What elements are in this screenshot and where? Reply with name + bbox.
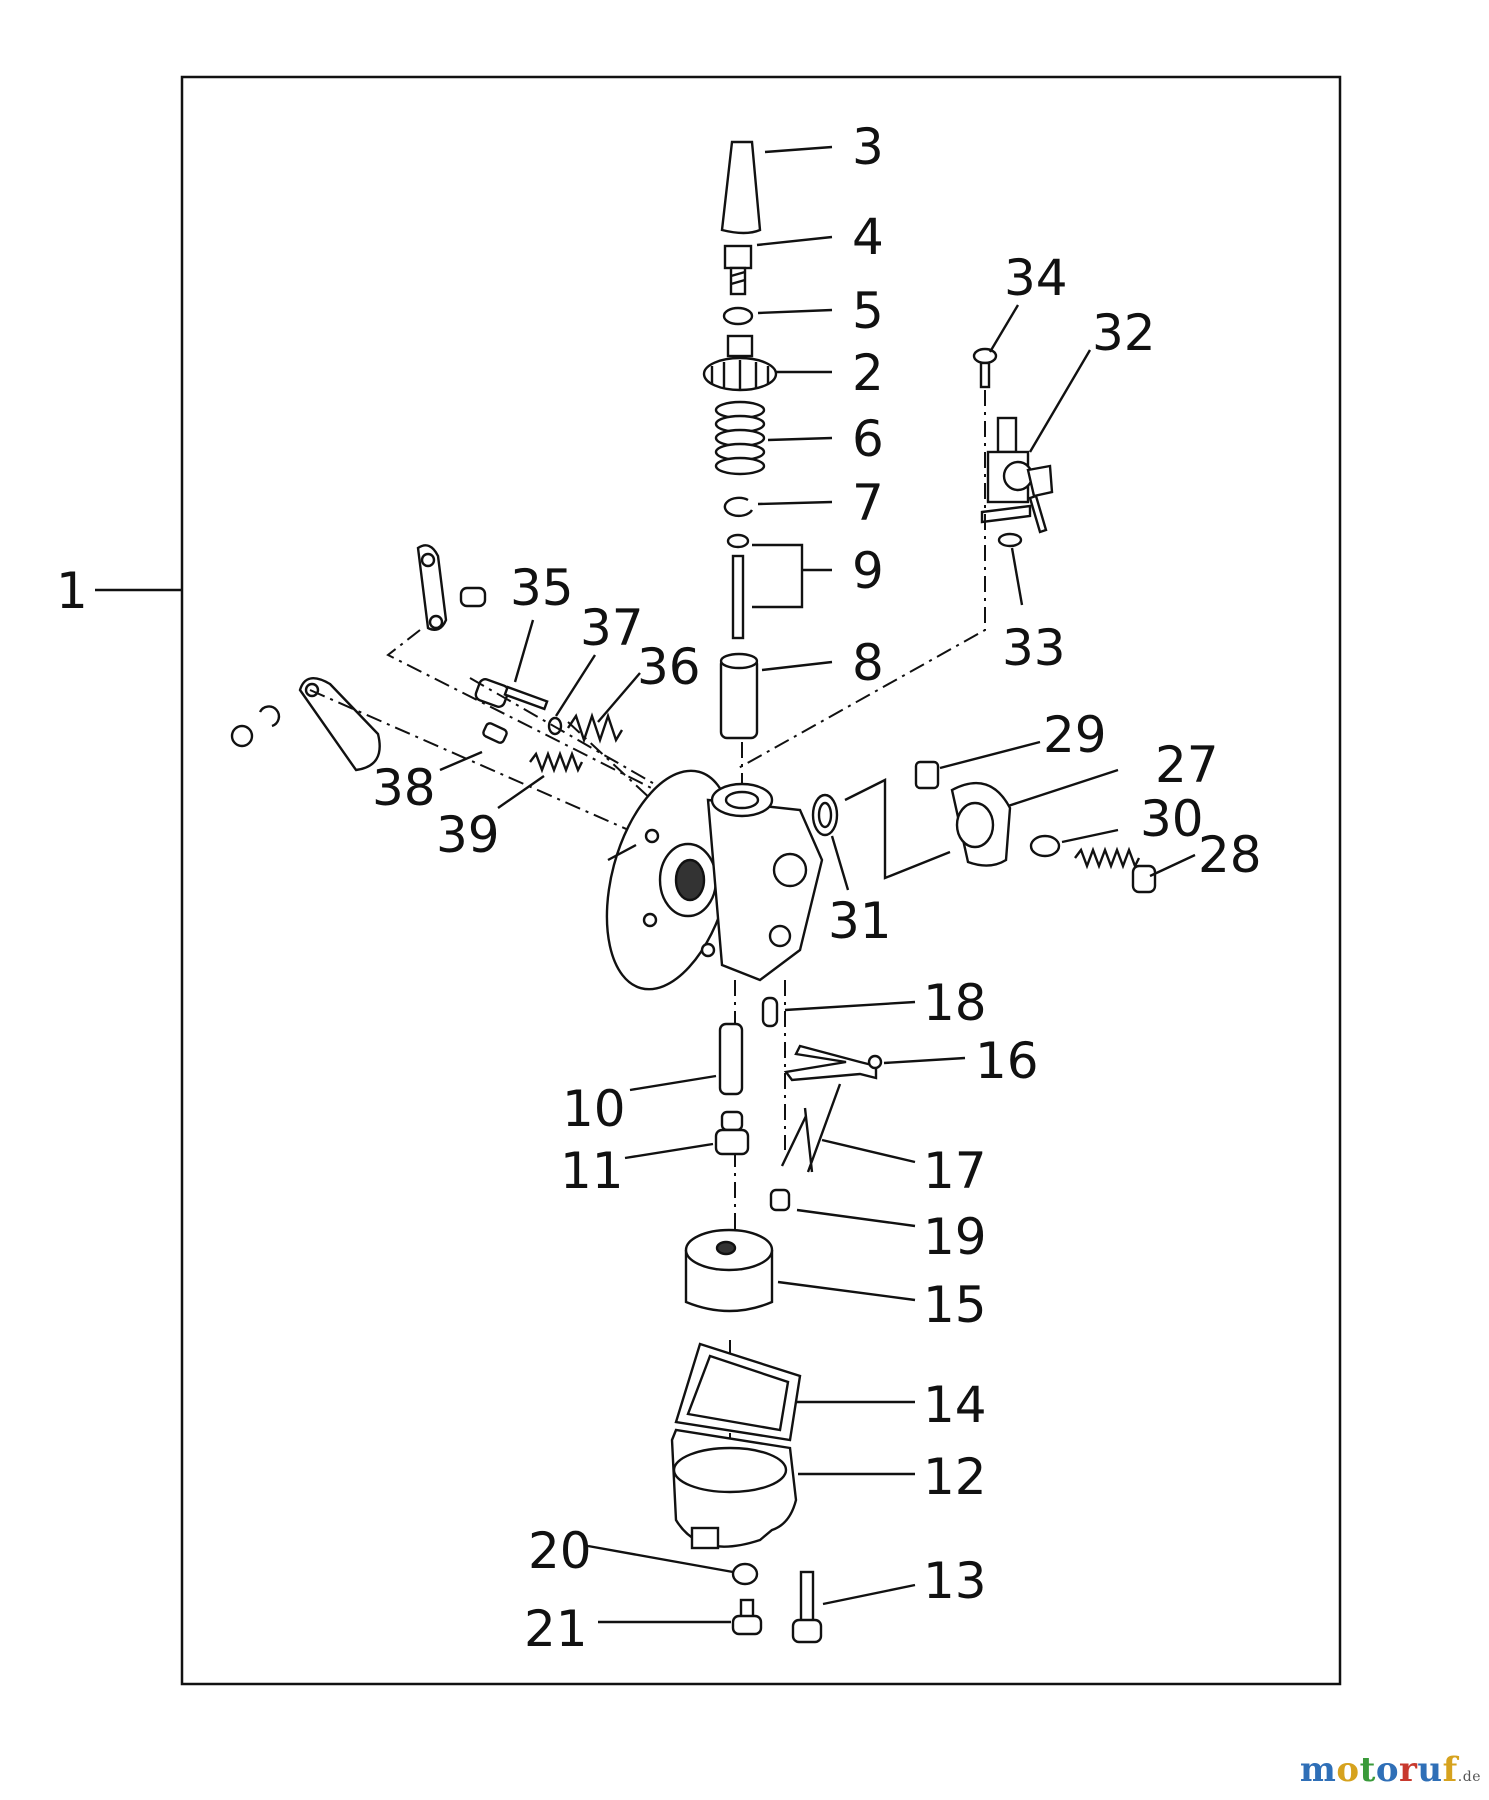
- callout-18: 18: [923, 974, 987, 1032]
- part-38-screw: [439, 722, 508, 772]
- part-13-screw: [791, 1570, 916, 1644]
- watermark-letter-2: o: [1336, 1750, 1360, 1790]
- callout-34: 34: [1004, 249, 1068, 307]
- callout-13: 13: [923, 1552, 987, 1610]
- part-2-adjuster: [702, 334, 832, 392]
- part-throttle-lever: [230, 677, 381, 772]
- callout-30: 30: [1140, 790, 1204, 848]
- carburetor-body: [605, 769, 824, 991]
- callout-5: 5: [852, 282, 884, 340]
- callout-3: 3: [852, 118, 884, 176]
- watermark-letter-3: t: [1359, 1750, 1376, 1790]
- assembly-lines: [309, 390, 986, 1440]
- part-30-washer: [1029, 828, 1119, 858]
- assembly-frame: [180, 75, 1342, 1686]
- part-34-screw: [972, 304, 1020, 389]
- part-8-throttle-slide: [719, 652, 833, 740]
- part-35-screw: [474, 619, 549, 711]
- callout-14: 14: [923, 1376, 987, 1434]
- callout-21: 21: [524, 1600, 588, 1658]
- part-17-pin: [780, 1083, 916, 1173]
- part-5-nut: [722, 306, 833, 326]
- part-15-float: [684, 1228, 916, 1313]
- watermark-letter-6: u: [1417, 1750, 1443, 1790]
- part-10-tube: [629, 1022, 744, 1096]
- part-4-screw: [723, 235, 833, 296]
- callout-39: 39: [436, 806, 500, 864]
- callout-32: 32: [1092, 304, 1156, 362]
- part-39-spring: [497, 750, 584, 809]
- callout-29: 29: [1043, 706, 1107, 764]
- callout-20: 20: [528, 1522, 592, 1580]
- callout-38: 38: [372, 759, 436, 817]
- callout-36: 36: [637, 638, 701, 696]
- callout-9: 9: [852, 542, 884, 600]
- part-28-bolt: [1074, 846, 1196, 894]
- watermark-tld: .de: [1457, 1769, 1481, 1785]
- callout-16: 16: [975, 1032, 1039, 1090]
- assembly-bracket: [844, 778, 951, 880]
- watermark-letter-4: o: [1375, 1750, 1399, 1790]
- callout-4: 4: [852, 208, 884, 266]
- callout-2: 2: [852, 344, 884, 402]
- part-9-needle: [726, 533, 832, 640]
- part-31-gasket: [811, 793, 850, 891]
- part-link-plate: [416, 544, 487, 631]
- part-12-bowl: [670, 1428, 915, 1550]
- motoruf-watermark: motoruf.de: [1300, 1750, 1481, 1790]
- part-19-screw: [769, 1188, 916, 1228]
- part-3-cap: [720, 140, 833, 235]
- callout-37: 37: [580, 599, 644, 657]
- callout-11: 11: [560, 1142, 624, 1200]
- callout-7: 7: [852, 474, 884, 532]
- callout-12: 12: [923, 1448, 987, 1506]
- callout-31: 31: [828, 892, 892, 950]
- part-33-washer: [997, 532, 1024, 606]
- part-21-screw: [598, 1598, 763, 1636]
- part-36-spring: [567, 672, 641, 744]
- callout-8: 8: [852, 634, 884, 692]
- watermark-letter-5: r: [1399, 1750, 1418, 1790]
- callout-28: 28: [1198, 826, 1262, 884]
- part-6-spring: [714, 400, 833, 476]
- callout-27: 27: [1155, 736, 1219, 794]
- watermark-letter-7: f: [1442, 1750, 1458, 1790]
- callout-15: 15: [923, 1276, 987, 1334]
- callout-17: 17: [923, 1142, 987, 1200]
- callout-35: 35: [510, 559, 574, 617]
- part-27-clamp: [950, 768, 1119, 867]
- part-11-jet: [624, 1110, 750, 1160]
- part-29-nut: [914, 740, 1041, 790]
- part-7-clip: [723, 496, 833, 517]
- part-14-gasket: [674, 1342, 915, 1442]
- callout-1: 1: [56, 562, 88, 620]
- part-20-washer: [587, 1544, 759, 1586]
- callout-6: 6: [852, 410, 884, 468]
- callout-10: 10: [562, 1080, 626, 1138]
- part-18-needle-valve: [761, 996, 916, 1028]
- callout-19: 19: [923, 1208, 987, 1266]
- callout-33: 33: [1002, 619, 1066, 677]
- part-16-float-arm: [783, 1044, 966, 1082]
- watermark-letter-1: m: [1299, 1750, 1337, 1790]
- part-32-lever: [980, 349, 1092, 534]
